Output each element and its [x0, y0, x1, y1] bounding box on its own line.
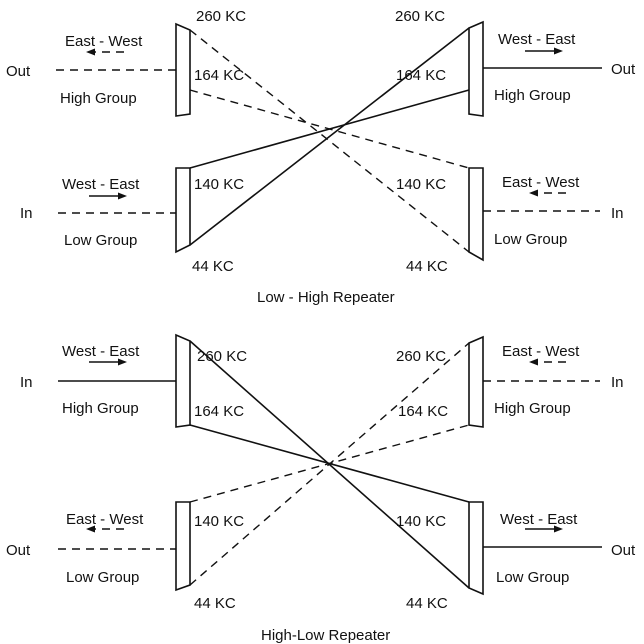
port-label: In — [20, 374, 33, 391]
port-label: In — [611, 205, 624, 222]
freq-label: 44 KC — [406, 258, 448, 275]
high-to-low-dashed-line — [189, 89, 470, 169]
group-label: High Group — [60, 90, 137, 107]
arrow-right-icon — [89, 192, 127, 200]
freq-label: 44 KC — [192, 258, 234, 275]
freq-label: 164 KC — [194, 403, 244, 420]
diagram-caption: High-Low Repeater — [261, 627, 390, 644]
freq-label: 260 KC — [396, 348, 446, 365]
high-low-repeater: 260 KC 164 KC 140 KC 44 KC 260 KC 164 KC… — [6, 333, 636, 644]
group-label: Low Group — [494, 231, 567, 248]
freq-label: 164 KC — [396, 67, 446, 84]
freq-label: 44 KC — [194, 595, 236, 612]
freq-label: 260 KC — [197, 348, 247, 365]
arrow-right-icon — [525, 525, 563, 533]
right-low-filter-plate — [468, 167, 484, 262]
group-label: High Group — [62, 400, 139, 417]
group-label: High Group — [494, 400, 571, 417]
port-label: Out — [611, 542, 636, 559]
arrow-left-icon — [529, 189, 566, 197]
right-low-filter-plate — [468, 501, 484, 596]
left-high-filter-plate — [175, 333, 191, 428]
direction-label: East - West — [66, 511, 144, 528]
port-label: In — [20, 205, 33, 222]
low-high-repeater: 260 KC 164 KC 140 KC 44 KC 260 KC 164 KC… — [6, 8, 636, 306]
freq-label: 140 KC — [396, 513, 446, 530]
direction-label: East - West — [502, 343, 580, 360]
port-label: Out — [6, 63, 31, 80]
freq-label: 260 KC — [196, 8, 246, 25]
direction-label: West - East — [62, 176, 140, 193]
port-label: Out — [6, 542, 31, 559]
port-label: Out — [611, 61, 636, 78]
low-to-high-dashed-line — [189, 342, 470, 586]
group-label: Low Group — [64, 232, 137, 249]
group-label: High Group — [494, 87, 571, 104]
arrow-left-icon — [529, 358, 566, 366]
direction-label: West - East — [500, 511, 578, 528]
port-label: In — [611, 374, 624, 391]
freq-label: 140 KC — [396, 176, 446, 193]
direction-label: West - East — [62, 343, 140, 360]
freq-label: 44 KC — [406, 595, 448, 612]
group-label: Low Group — [66, 569, 139, 586]
freq-label: 164 KC — [194, 67, 244, 84]
low-to-high-line — [189, 27, 470, 246]
left-high-filter-plate — [175, 22, 191, 117]
left-low-filter-plate — [175, 167, 191, 254]
direction-label: West - East — [498, 31, 576, 48]
arrow-left-icon — [86, 525, 124, 533]
left-low-filter-plate — [175, 501, 191, 592]
high-to-low-dashed-line — [189, 29, 470, 253]
group-label: Low Group — [496, 569, 569, 586]
direction-label: East - West — [65, 33, 143, 50]
arrow-left-icon — [86, 48, 124, 56]
diagram-caption: Low - High Repeater — [257, 289, 395, 306]
right-high-filter-plate — [468, 20, 484, 117]
freq-label: 260 KC — [395, 8, 445, 25]
arrow-right-icon — [525, 47, 563, 55]
freq-label: 164 KC — [398, 403, 448, 420]
right-high-filter-plate — [468, 335, 484, 428]
arrow-right-icon — [89, 358, 127, 366]
freq-label: 140 KC — [194, 513, 244, 530]
direction-label: East - West — [502, 174, 580, 191]
freq-label: 140 KC — [194, 176, 244, 193]
